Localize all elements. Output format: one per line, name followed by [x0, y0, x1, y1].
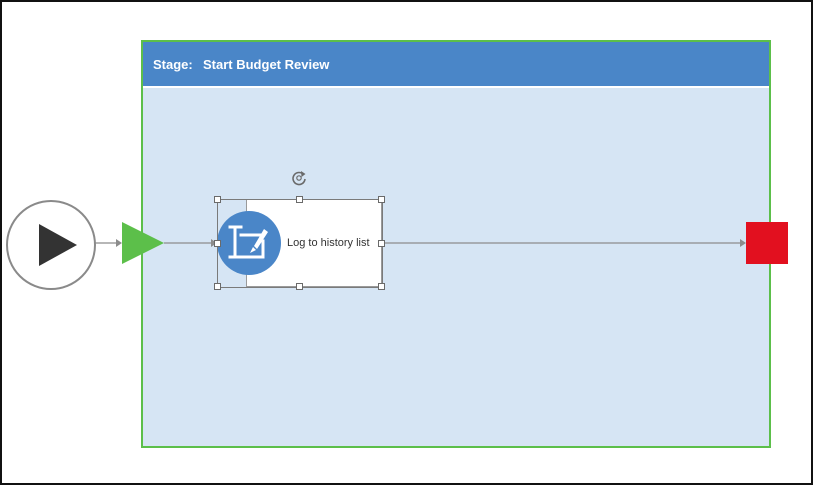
resize-handle-bottom[interactable] — [296, 283, 303, 290]
start-node[interactable] — [6, 200, 96, 290]
history-log-icon — [217, 211, 281, 275]
resize-handle-bottom-left[interactable] — [214, 283, 221, 290]
action-label: Log to history list — [287, 237, 370, 249]
resize-handle-top[interactable] — [296, 196, 303, 203]
end-square-icon[interactable] — [746, 222, 788, 264]
resize-handle-bottom-right[interactable] — [378, 283, 385, 290]
stage-header[interactable]: Stage: Start Budget Review — [143, 42, 769, 88]
stage-container[interactable]: Stage: Start Budget Review — [141, 40, 771, 448]
stage-prefix-label: Stage: — [153, 57, 193, 72]
resize-handle-left[interactable] — [214, 240, 221, 247]
rotate-handle-icon[interactable] — [290, 169, 308, 187]
exit-connector-arrowhead — [740, 239, 746, 247]
start-connector-arrowhead — [116, 239, 122, 247]
resize-handle-right[interactable] — [378, 240, 385, 247]
stage-title: Start Budget Review — [203, 57, 330, 72]
play-icon — [39, 224, 77, 266]
resize-handle-top-left[interactable] — [214, 196, 221, 203]
stage-entry-triangle-icon[interactable] — [122, 222, 164, 264]
resize-handle-top-right[interactable] — [378, 196, 385, 203]
